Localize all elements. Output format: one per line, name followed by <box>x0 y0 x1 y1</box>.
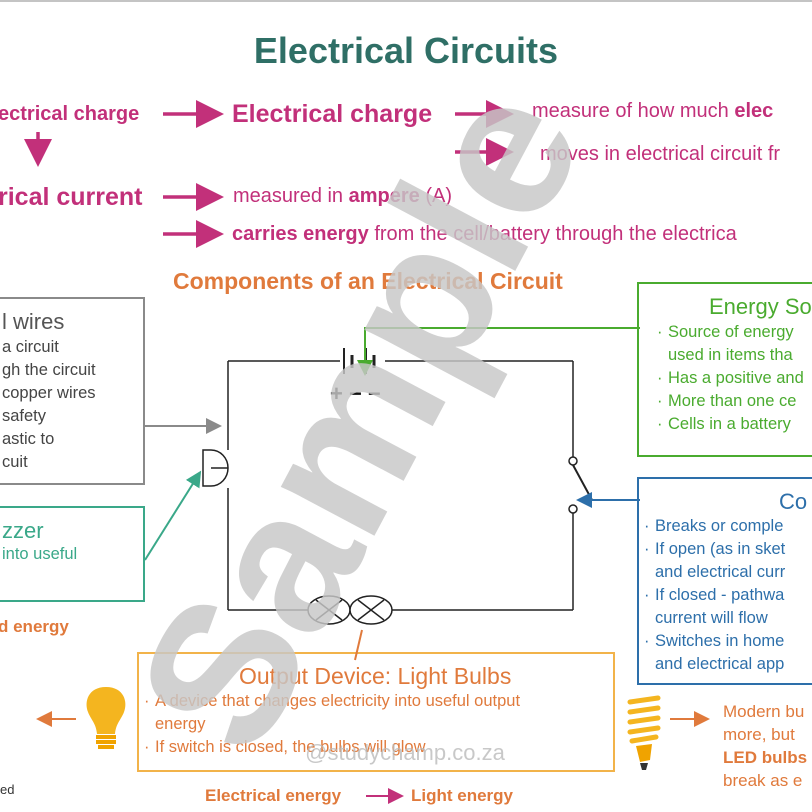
list-item: current will flow <box>655 609 768 627</box>
list-item: and electrical app <box>655 655 785 673</box>
wires-list: a circuit gh the circuit copper wires sa… <box>2 336 96 474</box>
buzzer-heading: zzer <box>2 518 44 543</box>
list-item: cuit <box>2 453 28 471</box>
energy-source-list: ·Source of energy used in items tha ·Has… <box>657 321 804 436</box>
right-bulb-text: Modern bu more, but LED bulbs break as e <box>723 700 807 792</box>
light-bulb-icon <box>86 687 126 749</box>
switch-list: ·Breaks or comple ·If open (as in sket a… <box>644 515 785 676</box>
list-item: ·If closed - pathwa <box>644 586 785 604</box>
list-item: astic to <box>2 430 55 448</box>
light-bulb-heading: Output Device: Light Bulbs <box>239 663 512 689</box>
site-watermark: @studychamp.co.za <box>305 740 505 765</box>
charge-moves-text: moves in electrical circuit fr <box>540 143 781 165</box>
energy-source-heading: Energy So <box>709 294 812 319</box>
switch-box: Co ·Breaks or comple ·If open (as in ske… <box>637 477 812 685</box>
page-title: Electrical Circuits <box>253 30 559 71</box>
components-heading: Components of an Electrical Circuit <box>173 268 563 294</box>
switch-lever <box>572 464 593 501</box>
sample-watermark: Sample <box>94 51 625 784</box>
wires-heading: l wires <box>2 309 65 334</box>
right-bulb-line: Modern bu <box>723 702 805 721</box>
list-item: ·Breaks or comple <box>644 517 784 535</box>
right-bulb-line: break as e <box>723 771 803 790</box>
list-item: ·If open (as in sket <box>644 540 786 558</box>
flow-arrows <box>24 100 514 248</box>
bottom-light-energy: Light energy <box>411 786 514 805</box>
arrow-energy-source <box>357 327 640 376</box>
battery-signs: + − − <box>330 381 381 406</box>
list-item: copper wires <box>2 384 96 402</box>
cfl-tip-icon <box>640 763 648 770</box>
cfl-bulb-icon <box>627 695 661 744</box>
list-item: energy <box>155 715 206 733</box>
switch-heading: Co <box>779 489 808 514</box>
charge-heading: Electrical charge <box>232 100 433 128</box>
arrow-light-bulb <box>354 629 363 661</box>
list-item: ·Switches in home <box>644 632 785 650</box>
list-item: a circuit <box>2 338 59 356</box>
wires-box: l wires a circuit gh the circuit copper … <box>0 297 145 485</box>
left-current-label: rical current <box>0 183 143 211</box>
circuit <box>202 348 593 625</box>
list-item: safety <box>2 407 47 425</box>
list-item: ·If switch is closed, the bulbs will glo… <box>144 738 426 756</box>
arrow-buzzer <box>144 470 202 561</box>
buzzer-box: zzer into useful <box>0 506 145 602</box>
light-bulb-list: ·A device that changes electricity into … <box>144 690 520 759</box>
list-item: ·More than one ce <box>657 392 797 410</box>
list-item: ·Cells in a battery <box>657 415 791 433</box>
list-item: ·Source of energy <box>657 323 794 341</box>
right-bulb-line: more, but <box>723 725 795 744</box>
list-item: ·A device that changes electricity into … <box>144 692 521 710</box>
list-item: used in items tha <box>668 346 793 364</box>
current-measured-text: measured in ampere (A) <box>233 185 452 207</box>
right-bulb-line: LED bulbs <box>723 748 808 767</box>
list-item: ·Has a positive and <box>657 369 804 387</box>
energy-source-box: Energy So ·Source of energy used in item… <box>637 282 812 457</box>
buzzer-energy-text: d energy <box>0 617 69 636</box>
current-carries-text: carries energy from the cell/battery thr… <box>232 223 737 245</box>
charge-definition: measure of how much elec <box>532 100 774 122</box>
buzzer-line: into useful <box>2 545 78 563</box>
list-item: and electrical curr <box>655 563 786 581</box>
switch-contact-bottom <box>568 504 578 514</box>
bottom-left-text: ed <box>0 782 15 797</box>
list-item: gh the circuit <box>2 361 96 379</box>
cfl-base-icon <box>636 744 652 762</box>
switch-contact-top <box>568 456 578 466</box>
bottom-electrical-energy: Electrical energy <box>205 786 342 805</box>
left-charge-label: ectrical charge <box>0 103 140 125</box>
light-bulb-box: Output Device: Light Bulbs ·A device tha… <box>137 652 615 772</box>
